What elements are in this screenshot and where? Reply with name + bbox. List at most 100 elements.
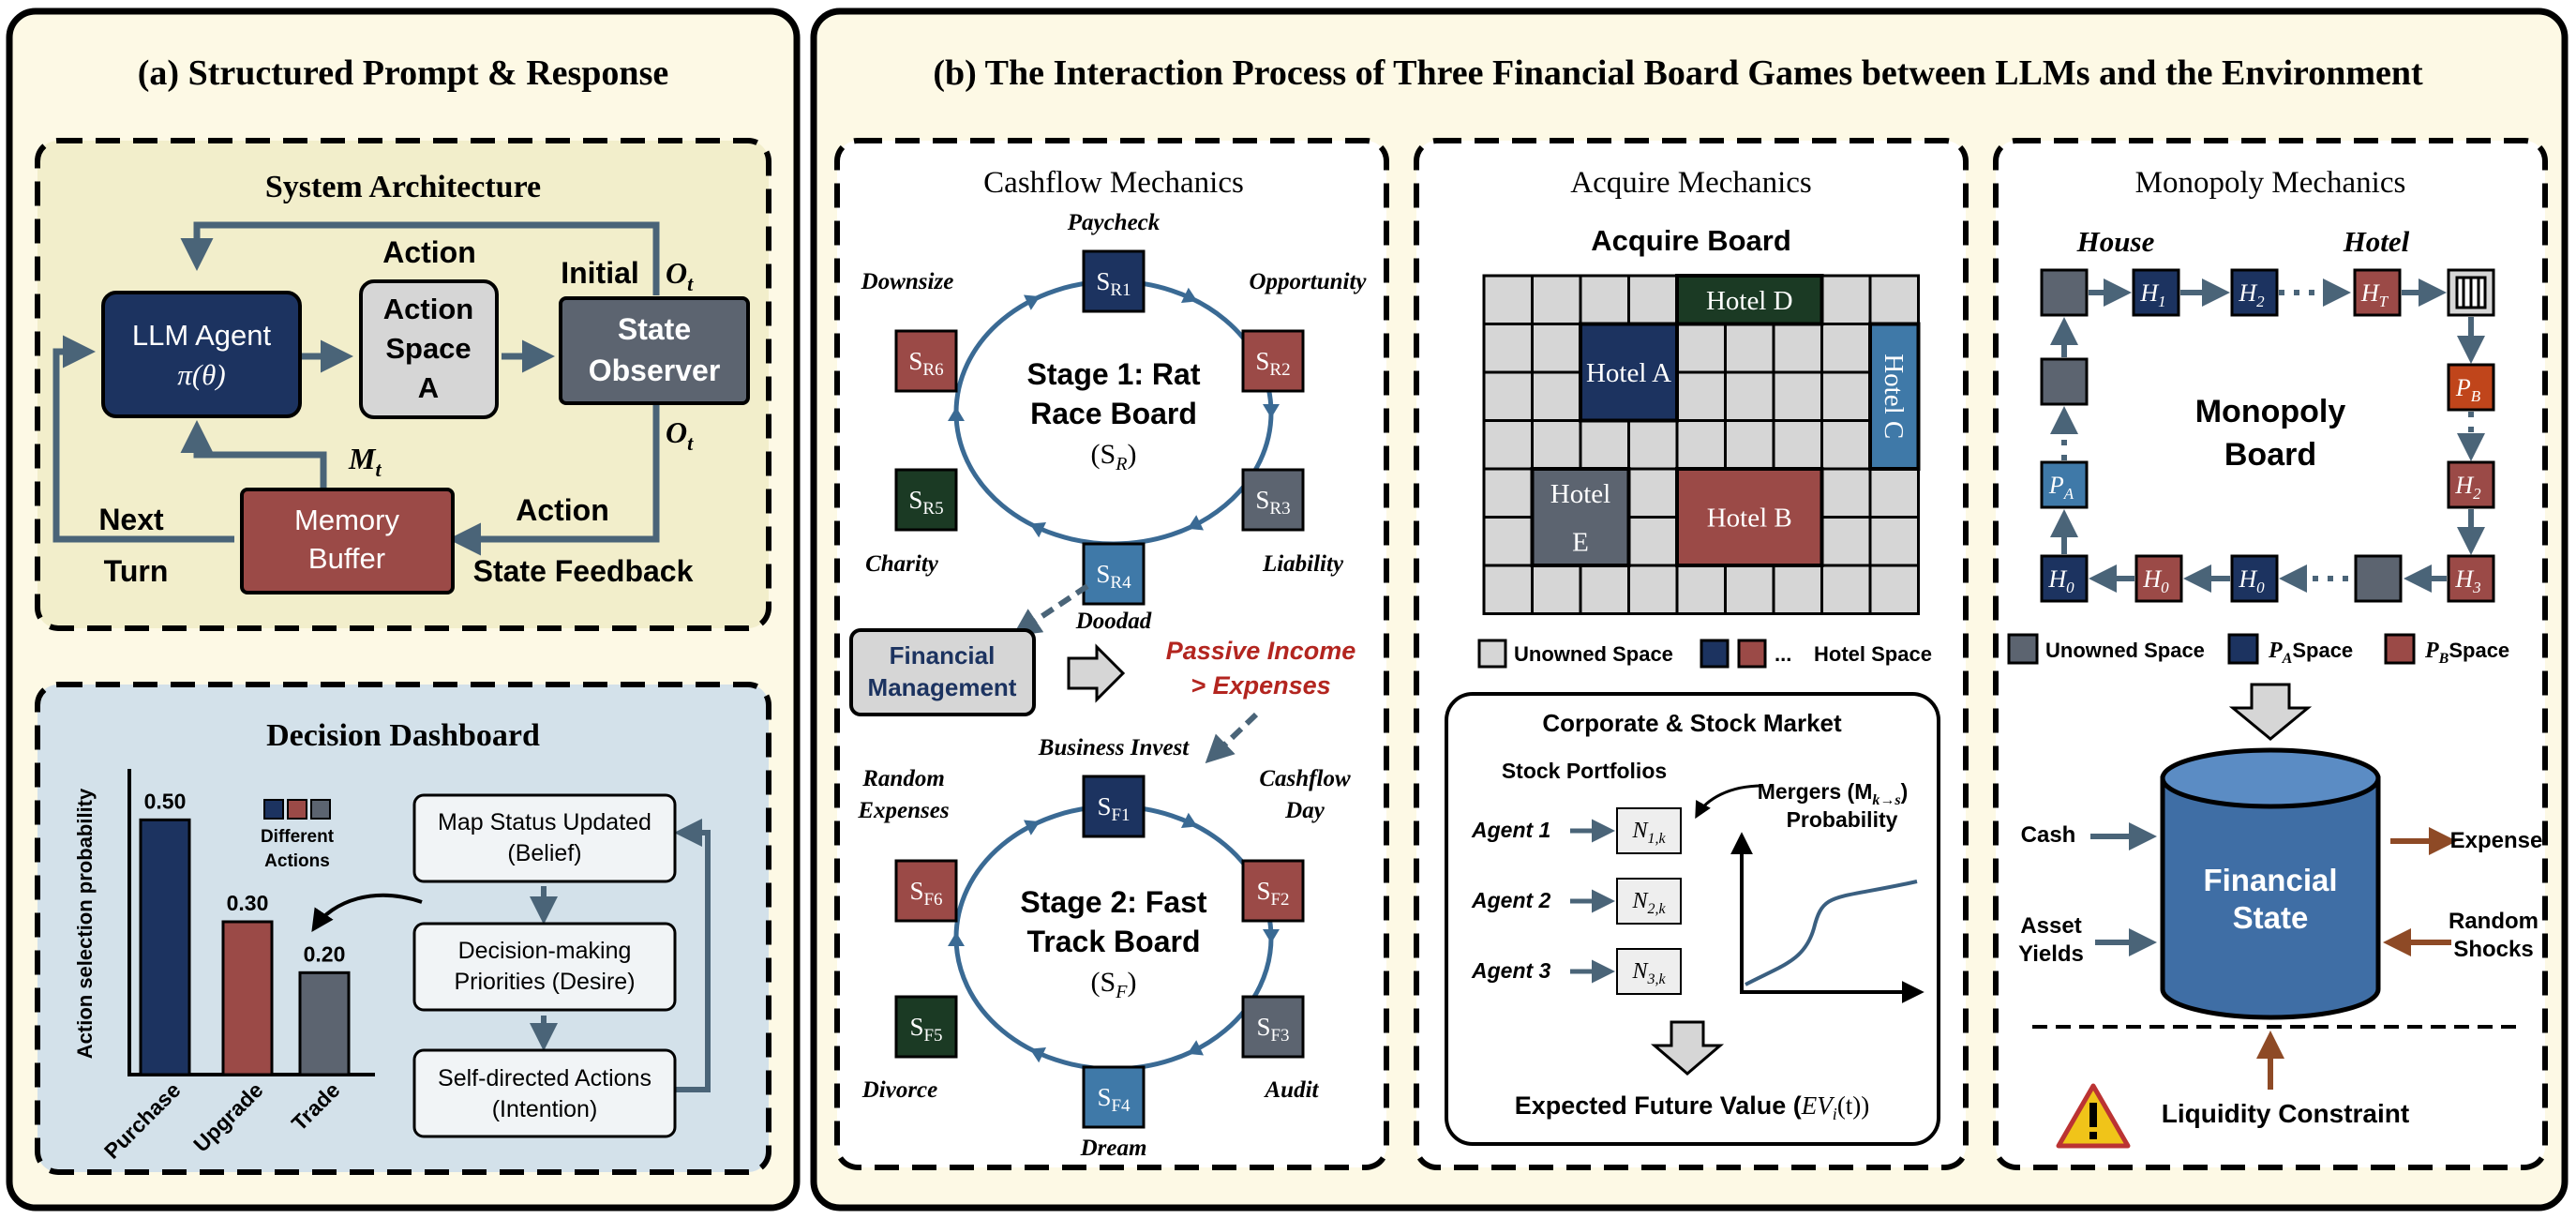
ring-arrowhead [1187, 1040, 1205, 1056]
grid-cell [1579, 274, 1630, 325]
fin-mgmt-line1: Financial [890, 641, 996, 670]
tile-h2-right-label: H2 [2454, 472, 2481, 503]
hotel-e [1530, 467, 1631, 567]
legend-hotel-swatch-red [1737, 639, 1767, 669]
panel-a-title: (a) Structured Prompt & Response [138, 53, 668, 93]
fin-state-line2: State [2233, 900, 2309, 935]
rat-race-ring: SR1PaycheckSR2OpportunitySR3LiabilitySR4… [861, 210, 1368, 634]
m-t-label: Mt [348, 442, 382, 481]
ring-arrowhead [1180, 812, 1198, 828]
cashflow-section: Cashflow Mechanics SR1PaycheckSR2Opportu… [834, 138, 1389, 1170]
state-observer-box [559, 296, 750, 405]
mono-legend-pa-label: PASpace [2268, 639, 2353, 667]
grid-cell [1772, 564, 1823, 615]
arrow-next-turn [52, 335, 234, 543]
grid-cell [1482, 274, 1534, 325]
tile-ht [2353, 268, 2402, 317]
tile-pa-label: PA [2048, 472, 2074, 503]
grid-cell [1675, 370, 1727, 422]
grid-cell [1627, 564, 1679, 615]
bar-value-label: 0.50 [144, 789, 187, 813]
legend-ellipsis: ... [1775, 642, 1791, 666]
n1-box [1616, 807, 1682, 854]
panel-b-title: (b) The Interaction Process of Three Fin… [933, 53, 2423, 93]
legend-line1: Different [261, 827, 335, 847]
tile-r4 [1082, 542, 1146, 606]
tile-f6 [894, 859, 958, 923]
grid-cell [1868, 516, 1920, 567]
shocks-line1: Random [2449, 909, 2539, 934]
belief-line1: Map Status Updated [438, 809, 651, 835]
decision-dashboard: Decision Dashboard Action selection prob… [35, 682, 771, 1175]
fat-arrow-down-monopoly [2228, 683, 2313, 741]
grid-cell [1675, 564, 1727, 615]
corner-tl [2040, 268, 2089, 317]
tile-r5 [894, 468, 958, 532]
ring-arrowhead [1180, 287, 1198, 303]
action-top-label: Action [382, 235, 476, 269]
tile-h3 [2447, 554, 2495, 603]
belief-box [412, 793, 677, 883]
grid-cell [1627, 274, 1679, 325]
mergers-line1: Mergers (Mk→s) [1758, 779, 1909, 808]
stage1-line1: Stage 1: Rat [1027, 357, 1201, 391]
grid-cell [1724, 370, 1775, 422]
llm-agent-box [101, 291, 302, 418]
tile-pb-label: PB [2455, 374, 2481, 405]
tile-label: SF1 [1097, 792, 1130, 825]
o-t-top: Ot [666, 256, 694, 295]
ring-arrowhead [948, 407, 965, 421]
memory-line2: Buffer [308, 542, 385, 575]
asset-line2: Yields [2018, 941, 2084, 967]
grid-cell [1772, 419, 1823, 471]
observer-line2: Observer [589, 354, 721, 387]
efv-label: Expected Future Value (EVi(t)) [1515, 1091, 1870, 1123]
tile-h0-a [2230, 554, 2279, 603]
acquire-board-title: Acquire Board [1591, 224, 1791, 257]
tile-f3 [1241, 995, 1305, 1059]
ring-arrowhead [1187, 515, 1205, 531]
tile-caption: Dream [1080, 1136, 1147, 1161]
portfolios-label: Stock Portfolios [1502, 759, 1667, 783]
tile-h0-c [2040, 554, 2089, 603]
desire-line1: Decision-making [458, 938, 632, 964]
tile-caption: Downsize [861, 269, 954, 294]
hotel-label: Hotel [2343, 225, 2410, 258]
hotel-c [1868, 322, 1921, 471]
house-label: House [2076, 225, 2155, 258]
financial-management-box [849, 628, 1036, 716]
ring-arrowhead [948, 932, 965, 946]
passive-line2: > Expenses [1191, 671, 1330, 700]
action-space-line1: Action [383, 293, 473, 325]
bar-value-label: 0.20 [304, 941, 346, 966]
tile-label: SR5 [908, 486, 943, 519]
loop-arrow [674, 819, 711, 1092]
stage1-line2: Race Board [1030, 397, 1197, 430]
ring-arrowhead [1023, 820, 1041, 835]
intention-box [412, 1048, 677, 1138]
action-space-line2: Space [385, 332, 471, 365]
merger-probability-curve [1745, 880, 1918, 986]
llm-agent-label: LLM Agent [132, 319, 272, 352]
fin-state-line1: Financial [2203, 863, 2337, 897]
tile-r1 [1082, 249, 1146, 313]
cash-label: Cash [2021, 822, 2076, 848]
asset-line1: Asset [2020, 913, 2081, 939]
legend-swatch-navy [263, 799, 284, 820]
hotel-d-label: Hotel D [1706, 286, 1793, 316]
action-space-box [359, 279, 499, 419]
grid-cell [1627, 419, 1679, 471]
mono-legend-pb-label: PBSpace [2424, 639, 2509, 667]
grid-cell [1820, 467, 1872, 519]
tile-ht-label: HT [2360, 279, 2389, 310]
liquidity-label: Liquidity Constraint [2162, 1099, 2409, 1128]
stage2-line2: Track Board [1027, 925, 1201, 958]
action-space-line3: A [418, 371, 439, 404]
bar-upgrade [221, 920, 274, 1076]
grid-cell [1482, 419, 1534, 471]
